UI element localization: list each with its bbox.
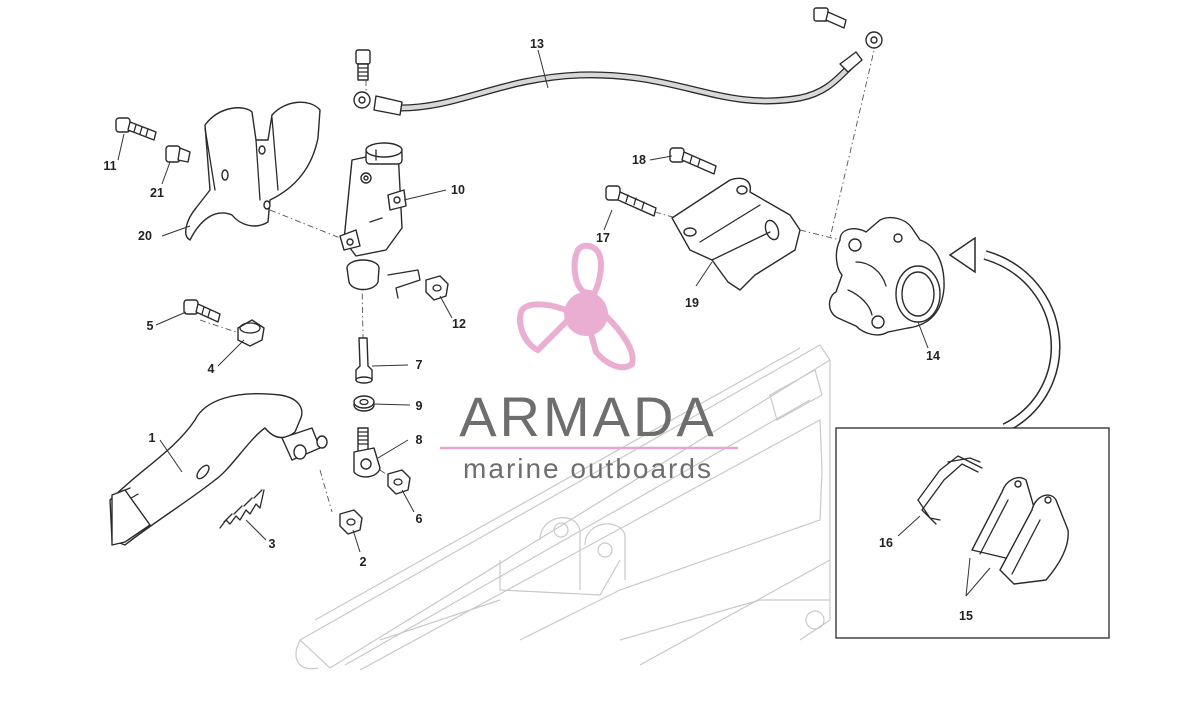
swingarm-outline <box>295 344 831 671</box>
heel-guard <box>185 101 321 241</box>
banjo-bolt-top-left <box>355 49 371 81</box>
callout-labels: 1 2 3 4 5 6 7 8 9 10 11 12 13 14 15 16 1… <box>103 37 973 623</box>
clevis <box>353 427 381 478</box>
callout-21: 21 <box>150 186 164 200</box>
pads-detail-inset <box>835 427 1110 639</box>
callout-15: 15 <box>959 609 973 623</box>
callout-6: 6 <box>416 512 423 526</box>
callout-19: 19 <box>685 296 699 310</box>
callout-20: 20 <box>138 229 152 243</box>
spacer-21 <box>165 145 191 163</box>
caliper-bracket <box>671 177 801 291</box>
callout-11: 11 <box>103 159 116 173</box>
leader-lines <box>117 49 991 597</box>
callout-8: 8 <box>416 433 423 447</box>
callout-16: 16 <box>879 536 893 550</box>
watermark-tagline: marine outboards <box>463 453 713 484</box>
armada-watermark: ARMADA marine outboards <box>440 242 738 484</box>
detail-arrow <box>948 236 1061 433</box>
spacer-4 <box>237 319 265 347</box>
pushrod <box>355 337 373 384</box>
return-spring <box>219 489 265 529</box>
bolt-18 <box>669 147 717 175</box>
callout-4: 4 <box>208 362 215 376</box>
bolt-11 <box>115 117 157 141</box>
callout-9: 9 <box>416 399 423 413</box>
brake-hose <box>353 31 883 116</box>
callout-12: 12 <box>452 317 466 331</box>
callout-5: 5 <box>147 319 154 333</box>
callout-14: 14 <box>926 349 940 363</box>
bolt-5 <box>183 299 221 323</box>
callout-10: 10 <box>451 183 465 197</box>
nut-2 <box>339 509 363 535</box>
locknut <box>353 395 375 412</box>
master-cylinder <box>339 142 407 291</box>
callout-18: 18 <box>632 153 646 167</box>
callout-3: 3 <box>269 537 276 551</box>
pad-spring-clip <box>917 455 983 525</box>
brake-caliper <box>828 216 945 336</box>
brake-pads <box>971 476 1069 585</box>
callout-2: 2 <box>360 555 367 569</box>
nut-12 <box>387 269 449 301</box>
callout-13: 13 <box>530 37 544 51</box>
callout-1: 1 <box>149 431 156 445</box>
callout-17: 17 <box>596 231 610 245</box>
bolt-17 <box>605 185 657 217</box>
callout-7: 7 <box>416 358 423 372</box>
brake-pedal <box>109 393 328 546</box>
propeller-logo <box>517 242 636 371</box>
watermark-brand: ARMADA <box>459 385 717 448</box>
banjo-bolt-top-right <box>813 7 847 29</box>
nut-6 <box>387 469 411 495</box>
